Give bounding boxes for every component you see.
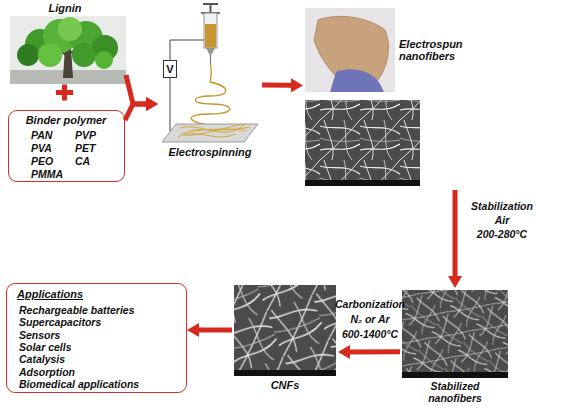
node-label: Electrospun nanofibers: [399, 38, 485, 62]
process-arrow: [199, 327, 232, 332]
step-label: Air: [462, 214, 542, 226]
process-arrow: [350, 349, 400, 354]
group-box: ApplicationsRechargeable batteriesSuperc…: [6, 283, 187, 393]
image-panel: CNFs: [232, 283, 338, 405]
collector-plate: [162, 124, 258, 142]
tree-canopy: [38, 43, 62, 67]
sem-image: [234, 285, 336, 370]
group-box: Binder polymerPANPVPPVAPETPEOCAPMMA: [8, 110, 125, 182]
image-panel: Stabilized nanofibers: [400, 288, 510, 406]
step-label: N₂ or Ar: [334, 313, 406, 325]
process-arrow: [452, 190, 457, 276]
image-panel: Electrospinning V: [158, 8, 262, 163]
sem-image: [305, 100, 420, 180]
node-label: V: [164, 63, 176, 75]
sem-info-bar: [402, 372, 508, 378]
list-item: Rechargeable batteries: [19, 304, 184, 316]
tree-canopy: [58, 17, 82, 41]
list-item: CA: [75, 155, 120, 167]
step-label: 600-1400°C: [334, 328, 406, 340]
collected-fibers: [178, 124, 250, 137]
list-item: Biomedical applications: [19, 378, 184, 390]
wire: [170, 78, 178, 131]
node-label: Lignin: [10, 2, 120, 14]
list-item: Solar cells: [19, 341, 184, 353]
list-item: PVP: [75, 129, 120, 141]
tree-photo-sky: [10, 16, 126, 84]
tree-canopy: [95, 51, 113, 69]
polymer-jet: [191, 64, 230, 125]
list-item: PVA: [31, 142, 76, 154]
list-item: Adsorption: [19, 366, 184, 378]
step-label: 200-280°C: [462, 228, 542, 240]
tree-canopy: [72, 43, 96, 67]
node-label: Stabilized nanofibers: [420, 380, 490, 404]
node-label: CNFs: [232, 379, 338, 391]
gloved-hand: [330, 69, 384, 92]
syringe-plunger: [210, 4, 212, 13]
voltage-box: V: [163, 60, 177, 78]
step-label: Stabilization: [462, 200, 542, 212]
list-item: PAN: [31, 129, 76, 141]
tree-canopy: [17, 44, 39, 66]
sem-info-bar: [234, 370, 336, 376]
image-panel: Lignin: [10, 2, 126, 84]
syringe-barrel: [204, 13, 217, 48]
node-label: Binder polymer: [9, 114, 123, 126]
polymer-solution: [205, 24, 216, 48]
node-label: Electrospinning: [158, 146, 262, 158]
list-item: PET: [75, 142, 120, 154]
process-arrow: [126, 75, 146, 104]
list-item: Catalysis: [19, 353, 184, 365]
node-label: Applications: [17, 288, 177, 300]
syringe-tip: [206, 48, 215, 54]
wire: [170, 40, 204, 60]
list-item: Sensors: [19, 329, 184, 341]
mat-photo-background: [305, 8, 395, 92]
list-item: Supercapacitors: [19, 316, 184, 328]
image-panel: Electrospun nanofibers: [303, 6, 485, 190]
step-label: Carbonization: [334, 298, 406, 310]
sem-image: [402, 290, 508, 372]
process-arrow: [125, 104, 146, 120]
needle: [210, 54, 211, 64]
process-arrow: [262, 83, 291, 88]
list-item: PMMA: [31, 168, 76, 180]
sem-info-bar: [305, 180, 420, 186]
plus-sign: [62, 85, 67, 101]
list-item: PEO: [31, 155, 76, 167]
